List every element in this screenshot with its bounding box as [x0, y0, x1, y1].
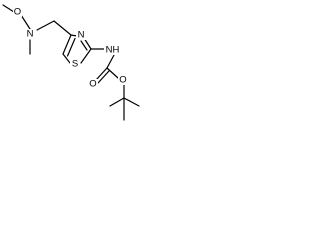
atom-o-carbonyl: O [89, 79, 96, 90]
atom-nh-carbamate: NH [106, 45, 120, 56]
bond-c4-c5-double [66, 37, 76, 57]
bond-c2-n-double [80, 40, 88, 51]
atom-o-ester: O [119, 75, 126, 86]
bond-methyl-o [2, 4, 15, 13]
chemical-structure: O N N S NH O O [2, 4, 140, 121]
bond-nh-ccarbonyl [106, 54, 115, 69]
bond-s-c2 [80, 48, 92, 64]
bond-o-n [20, 14, 31, 30]
atom-labels: O N N S NH O O [13, 7, 128, 90]
bond-c-o-carbonyl-double [97, 70, 110, 84]
bond-c-o-ester [106, 67, 119, 79]
bond-ctert-me1 [109, 97, 125, 107]
bond-n-ch2 [36, 20, 55, 31]
atom-n-thiazole: N [78, 30, 85, 41]
bond-c4-c5 [62, 34, 72, 55]
bond-c5-s [62, 53, 71, 64]
bond-ch2-c4 [53, 20, 72, 36]
atom-s-thiazole: S [72, 59, 78, 70]
bond-c-o-carbonyl [95, 67, 108, 81]
atom-o-methoxy: O [14, 7, 21, 18]
atom-n-amine: N [27, 29, 34, 40]
bond-ctert-me2 [123, 97, 140, 107]
